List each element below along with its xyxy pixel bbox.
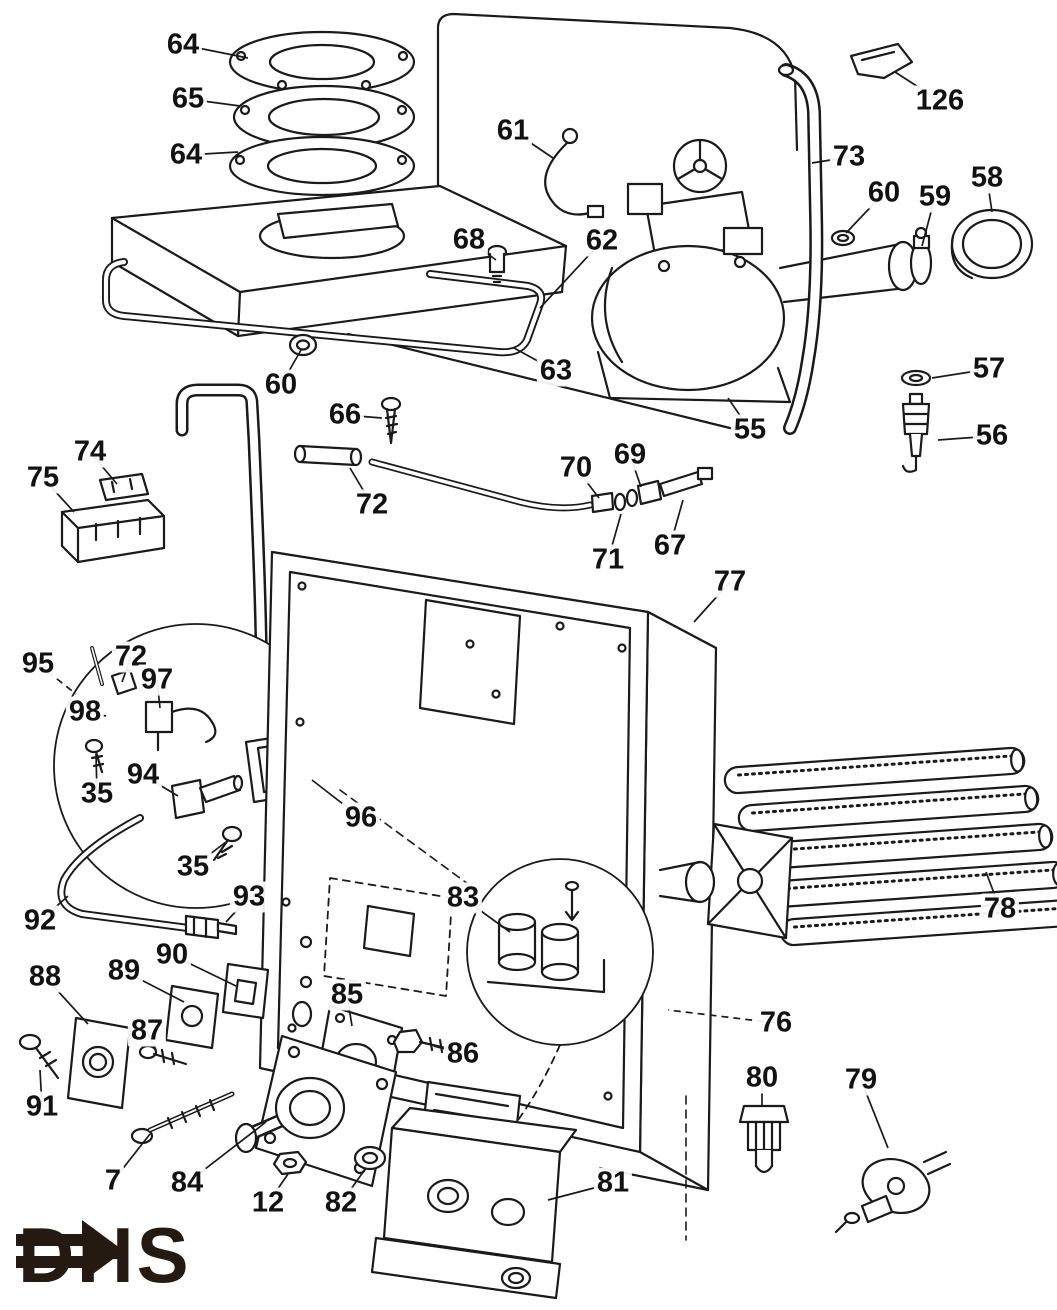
leader-line-82 (340, 1167, 367, 1204)
leader-line-60 (280, 349, 302, 386)
leader-line-89 (123, 970, 185, 1003)
leader-line-59 (921, 196, 936, 247)
electrode-56 (901, 392, 931, 473)
washer-82 (353, 1145, 387, 1171)
leader-line-81 (547, 1182, 614, 1201)
leader-line-64 (185, 151, 239, 156)
gas-valve-81 (370, 1080, 578, 1300)
terminal-block-74-75 (60, 472, 166, 564)
solenoid-detail-circle-83 (339, 789, 654, 1121)
fan-assembly-55 (590, 138, 1034, 404)
leader-line-35 (192, 841, 227, 868)
leader-line-98 (84, 711, 107, 717)
screw-91 (18, 1033, 60, 1080)
leader-line-90 (171, 954, 237, 987)
leader-line-56 (937, 435, 993, 441)
leader-line-12 (267, 1173, 289, 1204)
leader-line-63 (513, 347, 557, 372)
leader-line-93 (225, 896, 250, 923)
grommet-60-left (288, 333, 318, 357)
leader-line-69 (629, 454, 642, 488)
valve-79 (834, 1150, 952, 1234)
leader-line-68 (468, 239, 497, 261)
leader-line-61 (512, 130, 554, 159)
leader-line-57 (931, 368, 990, 379)
leader-line-75 (42, 477, 75, 513)
leader-line-83 (462, 897, 511, 933)
dhs-logo: DHS (10, 1212, 192, 1298)
leader-line-79 (860, 1079, 889, 1149)
leader-line-7 (112, 1133, 151, 1182)
leader-line-76 (667, 1009, 777, 1024)
leader-line-77 (693, 581, 731, 623)
sensor-68 (486, 244, 508, 284)
leader-line-58 (986, 177, 993, 213)
u-bend-pipe (175, 383, 269, 739)
leader-line-87 (146, 1030, 157, 1051)
leader-line-72 (121, 656, 132, 683)
leader-line-84 (186, 1121, 267, 1184)
leader-line-73 (811, 156, 850, 164)
flange-gaskets (228, 30, 416, 197)
leader-line-96 (311, 779, 362, 819)
leader-line-35 (95, 753, 98, 795)
flue-tube-73 (777, 63, 824, 435)
leader-line-88 (44, 976, 89, 1025)
leader-line-92 (39, 895, 69, 922)
leader-line-86 (433, 1045, 464, 1055)
leader-line-62 (539, 240, 603, 309)
leader-line-71 (607, 513, 622, 561)
leader-line-94 (142, 774, 179, 797)
leader-line-64 (182, 44, 249, 59)
leader-line-74 (89, 451, 118, 485)
leader-line-65 (187, 98, 241, 107)
sensor-80 (685, 1095, 790, 1241)
pilot-pipe-92 (57, 814, 238, 940)
leader-line-70 (575, 467, 600, 499)
top-hood-panel (110, 184, 568, 338)
leader-line-72 (349, 467, 373, 506)
dhs-logo-text: DHS (18, 1211, 192, 1299)
screw-66 (380, 396, 402, 445)
pilot-pipe-right (368, 458, 714, 514)
gasket-90 (221, 962, 270, 1020)
leader-line-97 (156, 679, 161, 709)
leader-line-78 (985, 871, 1001, 910)
leader-line-91 (39, 1069, 43, 1108)
burner-bars-78 (658, 746, 1057, 947)
ignition-lead-61 (544, 127, 605, 219)
pipe-loop (102, 258, 546, 357)
sleeve-72-upper (293, 444, 363, 467)
gasket-89 (164, 984, 220, 1050)
leader-line-126 (894, 71, 941, 102)
leader-line-55 (727, 397, 751, 431)
leader-line-60 (845, 192, 885, 234)
ring-57 (900, 369, 932, 387)
bolt-87 (138, 1044, 188, 1066)
leader-line-85 (346, 994, 353, 1027)
dhs-logo-mark (16, 1220, 124, 1282)
leader-line-67 (669, 499, 684, 547)
plate-88 (66, 1016, 132, 1110)
screw-7 (130, 1091, 235, 1145)
nut-12 (272, 1150, 308, 1176)
leader-line-95 (37, 663, 77, 695)
bracket-126 (849, 42, 914, 80)
leader-line-66 (344, 414, 383, 419)
